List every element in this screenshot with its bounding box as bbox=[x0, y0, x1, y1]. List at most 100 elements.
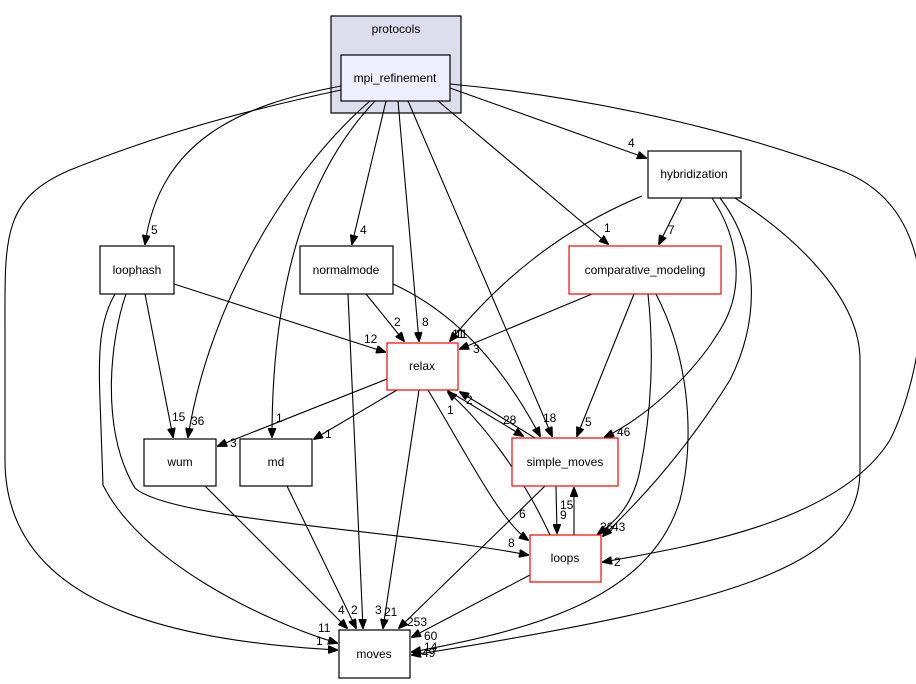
edge-relax-to-moves[interactable]: 21 bbox=[383, 389, 420, 628]
edge-mpi-refinement-to-loops[interactable]: 2 bbox=[449, 83, 916, 569]
node-relax-label: relax bbox=[409, 359, 435, 373]
edge-label[interactable]: 7 bbox=[668, 223, 675, 237]
node-loophash[interactable]: loophash bbox=[99, 245, 175, 295]
edge-line bbox=[110, 293, 528, 555]
edge-comparative-modeling-to-moves[interactable]: 49 bbox=[412, 293, 689, 660]
edge-label[interactable]: 5 bbox=[151, 223, 158, 237]
edge-label[interactable]: 46 bbox=[617, 425, 631, 439]
edge-loops-to-relax[interactable]: 1 bbox=[447, 392, 551, 536]
edge-loops-to-simple-moves[interactable]: 15 bbox=[560, 488, 574, 535]
edge-label[interactable]: 14 bbox=[424, 640, 438, 654]
edge-label[interactable]: 60 bbox=[424, 629, 438, 643]
edge-simple-moves-to-moves[interactable]: 253 bbox=[399, 485, 546, 629]
node-moves[interactable]: moves bbox=[338, 629, 411, 679]
edge-simple-moves-to-relax[interactable]: 2 bbox=[460, 392, 536, 439]
edge-line bbox=[383, 389, 420, 628]
edge-comparative-modeling-to-relax[interactable]: 11 bbox=[452, 293, 593, 349]
node-loops[interactable]: loops bbox=[529, 534, 602, 583]
edge-hybridization-to-loops[interactable]: 43 bbox=[603, 197, 752, 536]
node-loophash-box bbox=[99, 245, 175, 295]
edge-label[interactable]: 21 bbox=[384, 605, 398, 619]
edge-label[interactable]: 8 bbox=[422, 315, 429, 329]
edge-line bbox=[347, 293, 363, 628]
edge-label[interactable]: 1 bbox=[447, 403, 454, 417]
edge-relax-to-wum[interactable]: 3 bbox=[218, 378, 388, 450]
edge-hybridization-to-moves[interactable]: 14 bbox=[412, 197, 861, 655]
edge-label[interactable]: 2 bbox=[466, 393, 473, 407]
edge-label[interactable]: 6 bbox=[519, 507, 526, 521]
edge-line bbox=[204, 485, 347, 628]
edge-normalmode-to-simple-moves[interactable]: 11 bbox=[392, 283, 540, 436]
edge-label[interactable]: 2 bbox=[614, 555, 621, 569]
edge-label[interactable]: 3 bbox=[473, 342, 480, 356]
edge-label[interactable]: 36 bbox=[191, 414, 205, 428]
edge-label[interactable]: 3 bbox=[375, 603, 382, 617]
edge-label[interactable]: 1 bbox=[604, 221, 611, 235]
edge-loophash-to-wum[interactable]: 15 bbox=[144, 293, 186, 437]
edge-label[interactable]: 4 bbox=[360, 223, 367, 237]
edge-line bbox=[427, 389, 528, 540]
edge-label[interactable]: 15 bbox=[172, 410, 186, 424]
edge-loops-to-moves[interactable]: 60 bbox=[412, 574, 531, 643]
edge-mpi-refinement-to-wum[interactable]: 36 bbox=[188, 100, 371, 437]
edge-relax-to-loops[interactable]: 6 bbox=[427, 389, 528, 540]
edge-hybridization-to-comparative-modeling[interactable]: 7 bbox=[659, 197, 683, 244]
edge-label[interactable]: 253 bbox=[407, 615, 427, 629]
edge-label[interactable]: 4 bbox=[338, 603, 345, 617]
edge-label[interactable]: 5 bbox=[585, 415, 592, 429]
edge-label[interactable]: 11 bbox=[452, 327, 465, 341]
edge-normalmode-to-relax[interactable]: 2 bbox=[365, 293, 404, 341]
edge-normalmode-to-moves[interactable]: 3 bbox=[347, 293, 382, 628]
edge-label[interactable]: 43 bbox=[612, 520, 626, 534]
edge-relax-to-md[interactable]: 1 bbox=[314, 389, 398, 441]
edge-label[interactable]: 18 bbox=[543, 411, 557, 425]
edge-mpi-refinement-to-normalmode[interactable]: 4 bbox=[352, 100, 387, 244]
edge-label[interactable]: 49 bbox=[422, 646, 436, 660]
node-simple-moves-label: simple_moves bbox=[527, 455, 604, 469]
edge-hybridization-to-simple-moves[interactable]: 46 bbox=[605, 197, 737, 439]
edge-relax-to-simple-moves[interactable]: 28 bbox=[446, 389, 523, 436]
edge-label[interactable]: 1 bbox=[316, 634, 323, 648]
edge-label[interactable]: 2 bbox=[351, 603, 358, 617]
edge-label[interactable]: 9 bbox=[560, 508, 567, 522]
edge-label[interactable]: 11 bbox=[318, 621, 331, 635]
edge-label[interactable]: 1 bbox=[325, 427, 332, 441]
node-normalmode[interactable]: normalmode bbox=[299, 245, 394, 295]
edge-label[interactable]: 11 bbox=[455, 327, 468, 341]
edge-label[interactable]: 12 bbox=[364, 332, 378, 346]
edge-line bbox=[399, 485, 546, 628]
node-comparative-modeling[interactable]: comparative_modeling bbox=[568, 245, 722, 295]
edge-mpi-refinement-to-md[interactable]: 1 bbox=[272, 100, 376, 437]
edge-label[interactable]: 26 bbox=[600, 520, 614, 534]
edge-mpi-refinement-to-hybridization[interactable]: 4 bbox=[449, 87, 646, 158]
edge-comparative-modeling-to-simple-moves[interactable]: 5 bbox=[577, 293, 635, 436]
edge-mpi-refinement-to-comparative-modeling[interactable]: 1 bbox=[437, 100, 611, 244]
edge-label[interactable]: 28 bbox=[503, 413, 517, 427]
edge-label[interactable]: 8 bbox=[508, 536, 515, 550]
edge-mpi-refinement-to-relax[interactable]: 8 bbox=[397, 100, 429, 341]
edge-label[interactable]: 15 bbox=[560, 498, 574, 512]
edge-line bbox=[392, 283, 540, 436]
edge-label[interactable]: 3 bbox=[230, 436, 237, 450]
edge-line bbox=[144, 293, 173, 437]
edge-simple-moves-to-loops[interactable]: 9 bbox=[556, 485, 567, 533]
edge-label[interactable]: 2 bbox=[394, 315, 401, 329]
node-hybridization[interactable]: hybridization bbox=[647, 150, 742, 199]
edge-mpi-refinement-to-simple-moves[interactable]: 18 bbox=[407, 100, 557, 436]
node-md[interactable]: md bbox=[239, 438, 313, 487]
edge-mpi-refinement-to-moves[interactable]: 1 bbox=[4, 89, 342, 650]
node-wum[interactable]: wum bbox=[143, 438, 217, 487]
edge-loophash-to-loops[interactable]: 8 bbox=[110, 293, 528, 555]
node-relax[interactable]: relax bbox=[386, 342, 459, 391]
edge-loophash-to-moves[interactable]: 11 bbox=[98, 293, 337, 643]
edge-label[interactable]: 4 bbox=[628, 136, 635, 150]
node-mpi-refinement[interactable]: mpi_refinement bbox=[340, 54, 451, 102]
edge-wum-to-moves[interactable]: 4 bbox=[204, 485, 347, 628]
edge-hybridization-to-relax[interactable]: 3 bbox=[450, 195, 643, 356]
edge-label[interactable]: 1 bbox=[276, 411, 283, 425]
edge-comparative-modeling-to-loops[interactable]: 26 bbox=[598, 293, 652, 534]
node-simple-moves[interactable]: simple_moves bbox=[511, 437, 619, 487]
edge-mpi-refinement-to-loophash[interactable]: 5 bbox=[145, 85, 342, 244]
edge-md-to-moves[interactable]: 2 bbox=[286, 485, 358, 628]
